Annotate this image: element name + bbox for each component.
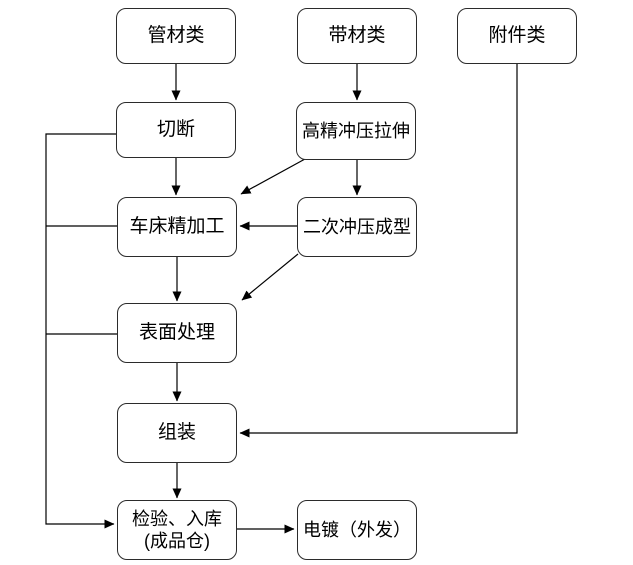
node-assembly-label: 组装 — [157, 422, 196, 444]
node-inspection-warehousing[interactable]: 检验、入库 (成品仓) — [117, 500, 237, 560]
node-surface-treatment-label: 表面处理 — [138, 322, 215, 344]
node-inspection-warehousing-label-line2: (成品仓) — [144, 531, 210, 551]
node-electroplating[interactable]: 电镀（外发） — [297, 500, 417, 560]
node-lathe-finishing[interactable]: 车床精加工 — [117, 197, 237, 257]
node-electroplating-label: 电镀（外发） — [303, 519, 411, 540]
node-cutting-label: 切断 — [156, 119, 195, 141]
node-precision-stamping[interactable]: 高精冲压拉伸 — [296, 102, 416, 160]
node-strip-material[interactable]: 带材类 — [297, 8, 417, 64]
edge-stamping-to-lathe — [240, 158, 306, 195]
node-accessory[interactable]: 附件类 — [457, 8, 577, 64]
node-pipe-material[interactable]: 管材类 — [116, 8, 236, 64]
node-cutting[interactable]: 切断 — [116, 102, 236, 158]
edge-left-trunk-to-inspection — [45, 133, 116, 529]
node-accessory-label: 附件类 — [488, 25, 546, 47]
edge-secondary-to-surface — [241, 253, 299, 301]
node-secondary-stamping-label: 二次冲压成型 — [303, 216, 411, 237]
node-pipe-material-label: 管材类 — [147, 25, 205, 47]
node-assembly[interactable]: 组装 — [117, 403, 237, 463]
node-surface-treatment[interactable]: 表面处理 — [117, 303, 237, 363]
edge-accessory-to-assembly — [239, 64, 518, 438]
node-inspection-warehousing-label-line1: 检验、入库 — [132, 508, 222, 529]
edge-lines — [45, 64, 518, 534]
node-lathe-finishing-label: 车床精加工 — [129, 216, 225, 238]
node-precision-stamping-label: 高精冲压拉伸 — [302, 120, 410, 141]
node-strip-material-label: 带材类 — [328, 25, 386, 47]
node-secondary-stamping[interactable]: 二次冲压成型 — [297, 197, 417, 257]
